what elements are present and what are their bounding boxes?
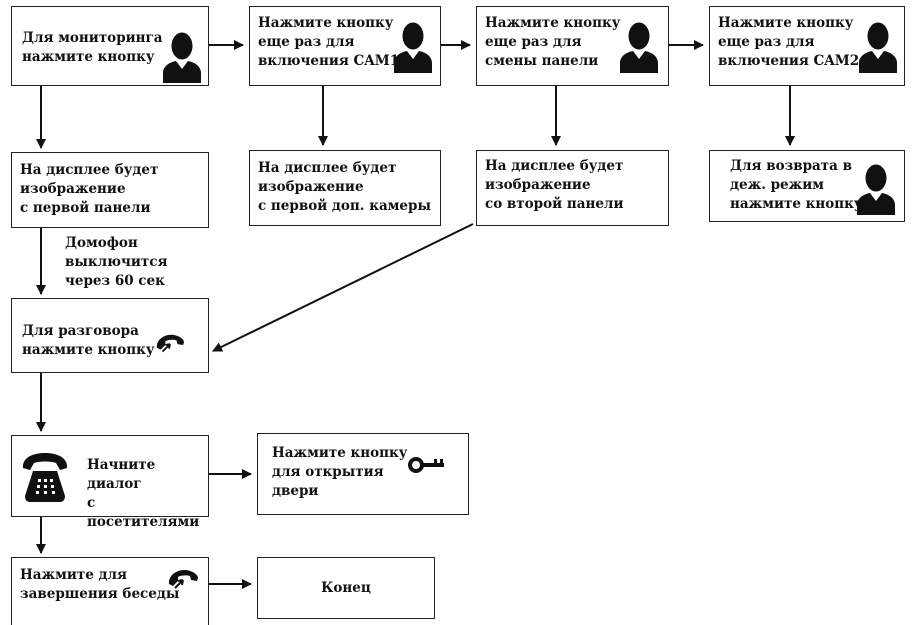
talk-text: Для разговора нажмите кнопку <box>22 323 155 358</box>
talk-box: Для разговора нажмите кнопку <box>11 298 209 373</box>
cam1-text: Нажмите кнопку еще раз для включения CAM… <box>258 15 400 69</box>
display-panel2-text: На дисплее будет изображение со второй п… <box>485 158 624 212</box>
panel-switch-box: Нажмите кнопку еще раз для смены панели <box>476 6 669 86</box>
end-call-text: Нажмите для завершения беседы <box>20 567 180 602</box>
arrow-panel2-to-talk <box>212 223 474 352</box>
person-icon <box>619 21 659 73</box>
cam2-text: Нажмите кнопку еще раз для включения CAM… <box>718 15 860 69</box>
person-icon <box>393 21 433 73</box>
handset-icon <box>166 566 200 596</box>
handset-icon <box>154 331 186 359</box>
display-cam1-box: На дисплее будет изображение с первой до… <box>249 150 441 226</box>
key-icon <box>408 457 444 473</box>
monitor-text: Для мониторинга нажмите кнопку <box>22 30 163 65</box>
dialog-box: Начните диалог с посетителями <box>11 435 209 530</box>
end-text: Конец <box>321 580 371 596</box>
dialog-text: Начните диалог с посетителями <box>87 457 200 530</box>
panel-switch-text: Нажмите кнопку еще раз для смены панели <box>485 15 621 69</box>
display-cam1-text: На дисплее будет изображение с первой до… <box>258 160 431 214</box>
person-icon <box>858 21 898 73</box>
return-standby-text: Для возврата в деж. режим нажмите кнопку <box>730 158 863 212</box>
monitor-box: Для мониторинга нажмите кнопку <box>11 6 209 86</box>
end-box: Конец <box>257 557 435 619</box>
cam2-box: Нажмите кнопку еще раз для включения CAM… <box>709 6 905 86</box>
person-icon <box>856 163 896 215</box>
display-panel2-box: На дисплее будет изображение со второй п… <box>476 150 669 226</box>
end-call-box: Нажмите для завершения беседы <box>11 557 209 625</box>
telephone-icon <box>22 453 68 502</box>
cam1-box: Нажмите кнопку еще раз для включения CAM… <box>249 6 441 86</box>
open-door-text: Нажмите кнопку для открытия двери <box>272 445 408 499</box>
display-panel1-box: На дисплее будет изображение с первой па… <box>11 152 209 228</box>
display-panel1-text: На дисплее будет изображение с первой па… <box>20 162 159 216</box>
auto-off-note: Домофон выключится через 60 сек <box>65 235 168 289</box>
return-standby-box: Для возврата в деж. режим нажмите кнопку <box>709 150 905 222</box>
person-icon <box>162 31 202 83</box>
open-door-box: Нажмите кнопку для открытия двери <box>257 433 469 515</box>
